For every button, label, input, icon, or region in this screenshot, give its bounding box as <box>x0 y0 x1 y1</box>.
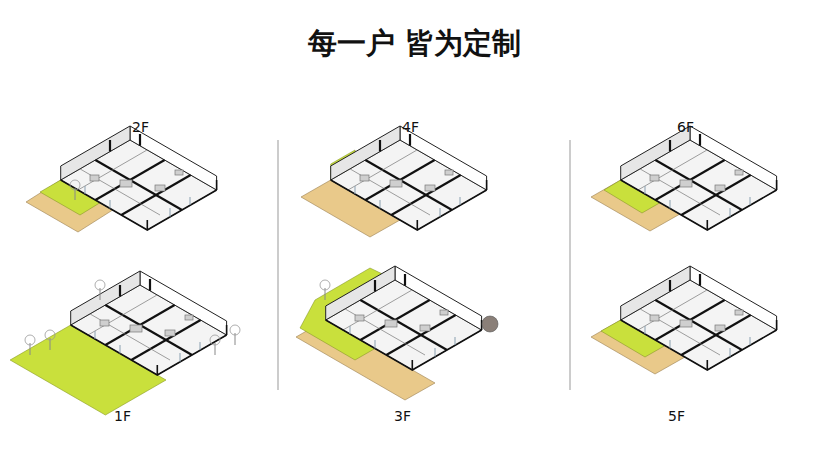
diagram-title: 每一户 皆为定制 <box>308 24 521 64</box>
floor-label: 3F <box>394 408 411 424</box>
floor-label: 2F <box>132 119 149 135</box>
floor-label: 5F <box>668 408 685 424</box>
floor-label: 1F <box>114 408 131 424</box>
floor-label: 6F <box>677 119 694 135</box>
floor-label: 4F <box>402 119 419 135</box>
